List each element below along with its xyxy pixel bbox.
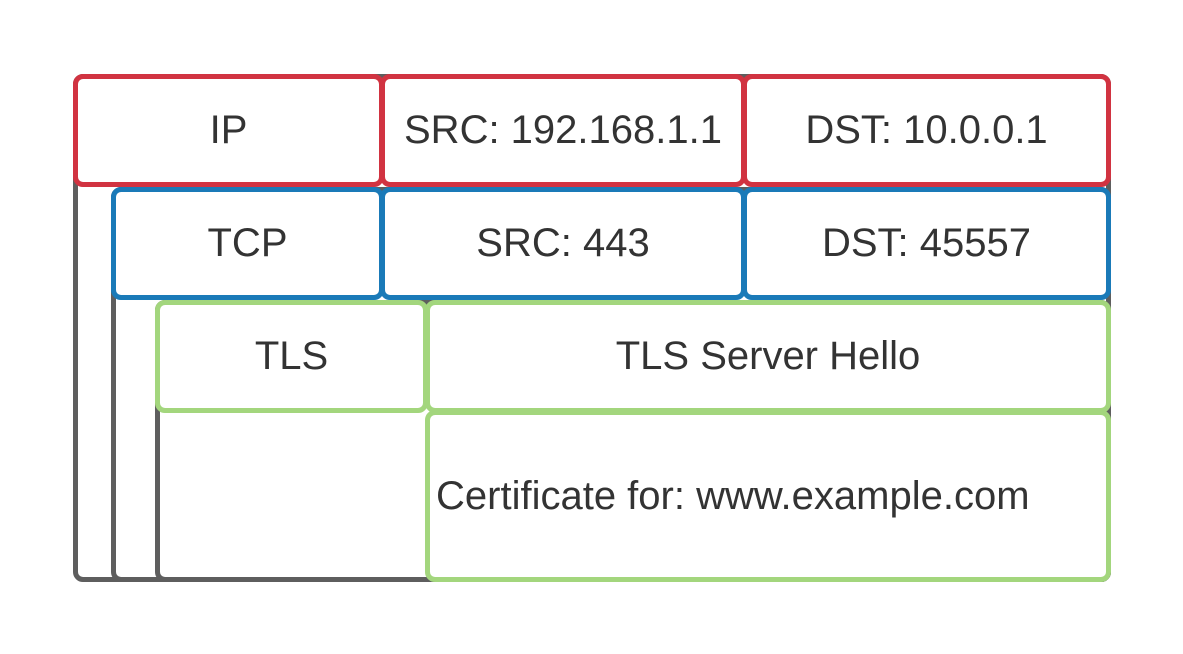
ip-layer-label: IP bbox=[209, 108, 248, 152]
ip-dst-cell: DST: 10.0.0.1 bbox=[742, 74, 1111, 187]
ip-src-cell: SRC: 192.168.1.1 bbox=[380, 74, 746, 187]
ip-src-label: SRC: 192.168.1.1 bbox=[404, 108, 722, 152]
tls-layer-cell: TLS bbox=[155, 300, 428, 413]
tls-message-cell: TLS Server Hello bbox=[425, 300, 1111, 413]
ip-layer-cell: IP bbox=[73, 74, 384, 187]
tls-message-label: TLS Server Hello bbox=[615, 334, 921, 378]
tcp-src-cell: SRC: 443 bbox=[380, 187, 746, 300]
tcp-dst-cell: DST: 45557 bbox=[742, 187, 1111, 300]
tls-payload-label: Certificate for: www.example.com bbox=[436, 473, 1030, 518]
tcp-dst-label: DST: 45557 bbox=[821, 221, 1032, 265]
tls-payload-cell: Certificate for: www.example.com bbox=[425, 410, 1111, 582]
ip-dst-label: DST: 10.0.0.1 bbox=[805, 108, 1048, 152]
tls-layer-label: TLS bbox=[254, 334, 329, 378]
tcp-layer-label: TCP bbox=[207, 221, 288, 265]
tcp-layer-cell: TCP bbox=[111, 187, 384, 300]
tcp-src-label: SRC: 443 bbox=[476, 221, 650, 265]
